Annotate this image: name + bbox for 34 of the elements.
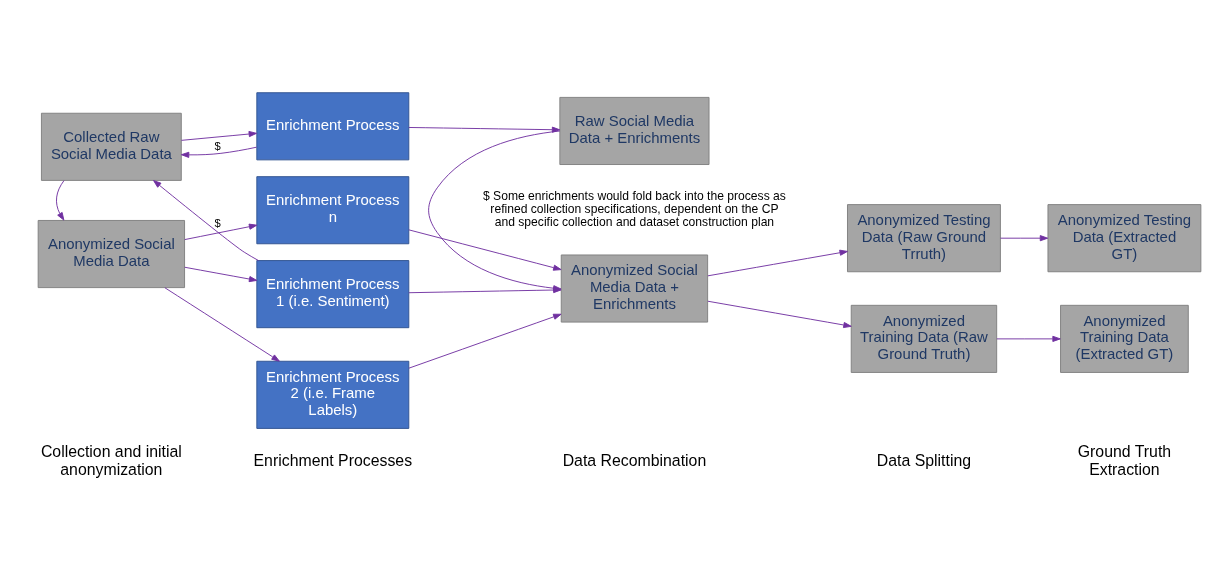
node-box: Enrichment Process 1 (i.e. Sentiment) [256,260,410,329]
label: Data Recombination [562,451,707,469]
node-box: Anonymized Training Data (Raw Ground Truth) [850,304,998,373]
label: Collection and initial anonymization [40,442,182,478]
arrow [408,126,561,133]
node-box: Anonymized Testing Data (Raw Ground Trruth) [847,204,1001,273]
arrow [408,229,562,271]
arrow [180,146,257,158]
arrow [996,335,1061,342]
arrow [408,313,562,369]
arrow [707,300,852,329]
arrow [184,266,258,283]
node-box: Collected Raw Social Media Data [40,112,182,181]
node-box: Anonymized Testing Data (Extracted GT) [1047,204,1202,273]
arrow [153,180,259,262]
node-box: Anonymized Social Media Data + Enrichments [560,254,709,323]
label: Enrichment Processes [253,451,413,469]
label: Data Splitting [876,451,972,469]
node-box: Anonymized Social Media Data [37,220,186,289]
arrow [164,287,280,362]
arrow [1000,235,1049,242]
label: $ Some enrichments would fold back into the process as refined collection specifications, dependent on the CP and specific collection and dataset construction plan [482,189,786,230]
node-box: Enrichment Process 2 (i.e. Frame Labels) [256,360,410,429]
arrow [56,180,65,221]
arrow [181,130,258,141]
label: Ground Truth Extraction [1077,442,1172,478]
arrow [707,249,848,277]
edge-label: $ [214,216,221,229]
edge-label: $ [214,140,221,153]
node-box: Enrichment Process n [256,176,410,245]
node-box: Enrichment Process [256,92,410,161]
arrow [184,223,258,241]
node-box: Anonymized Training Data (Extracted GT) [1060,304,1189,373]
node-box: Raw Social Media Data + Enrichments [559,96,710,165]
